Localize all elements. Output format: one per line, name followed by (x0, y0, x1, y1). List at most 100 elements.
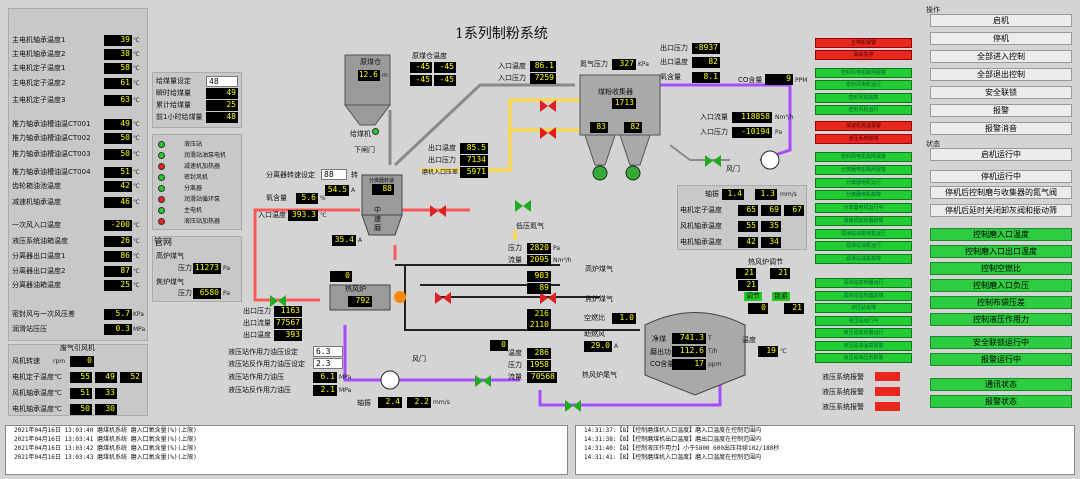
left-row-unit: ℃ (133, 268, 140, 275)
comm-button[interactable]: 报警状态 (930, 395, 1072, 408)
fan-stator-v1: 55 (70, 372, 92, 383)
legend-label: 液压站加热器 (184, 218, 221, 225)
hf-vib-label: 轴振 (357, 399, 371, 407)
left-row-unit: ℃ (133, 253, 140, 260)
feeder-label: 给煤机 (350, 130, 371, 138)
state-button[interactable]: 停机后控制磨与收集器的氮气阀 (930, 186, 1072, 199)
left-row-unit: ℃ (133, 80, 140, 87)
mid-out-t: 85.5 (460, 143, 488, 154)
control-button[interactable]: 控制磨入口负压 (930, 279, 1072, 292)
burner-f1-label: 流量 (508, 256, 522, 264)
control-button[interactable]: 控制磨入口出口温度 (930, 245, 1072, 258)
gas-network-title: 管网 (154, 238, 173, 248)
legend-label: 液压站 (184, 141, 203, 148)
comm-button[interactable]: 通讯状态 (930, 378, 1072, 391)
silo-temp-2: -45 (434, 62, 456, 73)
hf-vib-1: 2.4 (378, 397, 402, 408)
op-button[interactable]: 全部进入控制 (930, 50, 1072, 63)
coll-in-p-label: 入口压力 (498, 74, 526, 82)
bf-gas-line-label: 高炉煤气 (585, 265, 613, 273)
red-status-indicator: 主电机报警 (815, 38, 912, 48)
cyc-pct: 0 (490, 340, 508, 351)
fan2-r1-2: 69 (761, 205, 781, 216)
mid-out-p: 7134 (460, 155, 488, 166)
ops-title: 操作 (926, 6, 940, 14)
left-row-unit: ℃ (133, 169, 140, 176)
op-button[interactable]: 全部退出控制 (930, 68, 1072, 81)
control-button[interactable]: 控制磨入口温度 (930, 228, 1072, 241)
left-row-label: 分离器油箱温度 (12, 281, 61, 289)
motor-bearing-label: 电机轴承温度℃ (12, 405, 62, 413)
coll-in-t-label: 入口温度 (498, 62, 526, 70)
bf-gas-p-label: 压力 (178, 264, 192, 272)
left-row-unit: ℃ (133, 151, 140, 158)
state-button[interactable]: 停机后延时关闭卸灰阀和振动筛 (930, 204, 1072, 217)
legend-status-icon (158, 185, 165, 192)
left-row-label: 一次风入口温度 (12, 221, 61, 229)
hydro-3-indicator (875, 402, 900, 411)
state-button[interactable]: 停机运行中 (930, 170, 1072, 183)
left-row-value: 50 (104, 149, 132, 160)
burner-f1-unit: Nm³/h (553, 257, 572, 264)
sep-set-input[interactable]: 88 (321, 169, 347, 180)
op-button[interactable]: 安全联锁 (930, 86, 1072, 99)
fan-bearing-v1: 51 (70, 388, 92, 399)
hr-input[interactable]: 2.3 (313, 358, 343, 369)
hf-out-p-label: 出口压力 (243, 307, 271, 315)
silo-temp-1: -45 (410, 62, 432, 73)
op-button[interactable]: 报警消音 (930, 122, 1072, 135)
legend-panel (152, 134, 242, 230)
amb-value: 19 (758, 346, 778, 357)
left-row-value: 38 (104, 49, 132, 60)
fan-stator-v3: 52 (120, 372, 142, 383)
feeder-row-value: 48 (206, 112, 238, 123)
mid-dp-label: 磨机入口压差 (422, 169, 459, 176)
mill-amp-unit: A (358, 237, 363, 244)
log-entry: 2021年04月16日 13:03:43 磨煤机系统 磨入口氧含量(%)(上限) (14, 454, 197, 461)
state-button[interactable]: 启机运行中 (930, 148, 1072, 161)
feeder-set-input[interactable]: 48 (206, 76, 238, 87)
hw-unit: MPa (339, 387, 352, 394)
o2-value: 5.6 (296, 193, 318, 204)
control-button[interactable]: 控制液压作用力 (930, 313, 1072, 326)
legend-label: 分离器 (184, 185, 203, 192)
fan-title: 废气引风机 (60, 344, 95, 352)
op-button[interactable]: 报警 (930, 104, 1072, 117)
control-button[interactable]: 控制布袋压差 (930, 296, 1072, 309)
hydro-1-indicator (875, 372, 900, 381)
safety-button[interactable]: 报警运行中 (930, 353, 1072, 366)
left-row-unit: ℃ (133, 121, 140, 128)
left-row-value: 58 (104, 63, 132, 74)
left-row-value: -200 (104, 220, 132, 231)
log-entry: 14:31:40:【8】【控制液压作用力】小于5800 600出压持续102/1… (584, 445, 780, 452)
page-title: 1系列制粉系统 (455, 26, 548, 42)
op-button[interactable]: 停机 (930, 32, 1072, 45)
mid-out-p-label: 出口压力 (428, 156, 456, 164)
legend-status-icon (158, 141, 165, 148)
valve-1: 21 (736, 268, 756, 279)
left-row-value: 5.7 (104, 309, 132, 320)
green-status-indicator: 密封风电机跳闸报警 (815, 68, 912, 78)
left-row-label: 推力轴承油槽油温CT002 (12, 134, 91, 142)
control-button[interactable]: 控制空燃比 (930, 262, 1072, 275)
burner-p2: 983 (527, 271, 551, 282)
gate-label: 下闸门 (354, 146, 375, 154)
left-row-value: 61 (104, 78, 132, 89)
green-status-indicator: 分离器电机故障 (815, 190, 912, 200)
left-row-label: 液压系统油箱温度 (12, 237, 68, 245)
fan-bearing-label: 风机轴承温度℃ (12, 389, 62, 397)
op-button[interactable]: 启机 (930, 14, 1072, 27)
hf-vib-unit: mm/s (433, 399, 450, 406)
fan-speed-label: 风机转速 (12, 357, 40, 365)
coke-gas-line-label: 焦炉煤气 (585, 295, 613, 303)
coll-co-unit: PPM (795, 77, 808, 84)
green-status-indicator: 液压站油压低报警 (815, 353, 912, 363)
left-row-unit: ℃ (133, 51, 140, 58)
event-log-left[interactable]: 2021年04月16日 13:03:40 磨煤机系统 磨入口氧含量(%)(上限)… (5, 425, 568, 475)
hp-label: 液压站作用力油压设定 (228, 348, 298, 356)
safety-button[interactable]: 安全联锁运行中 (930, 336, 1072, 349)
left-row-value: 0.3 (104, 324, 132, 335)
cyc-f: 70568 (527, 372, 557, 383)
hp-input[interactable]: 6.3 (313, 346, 343, 357)
